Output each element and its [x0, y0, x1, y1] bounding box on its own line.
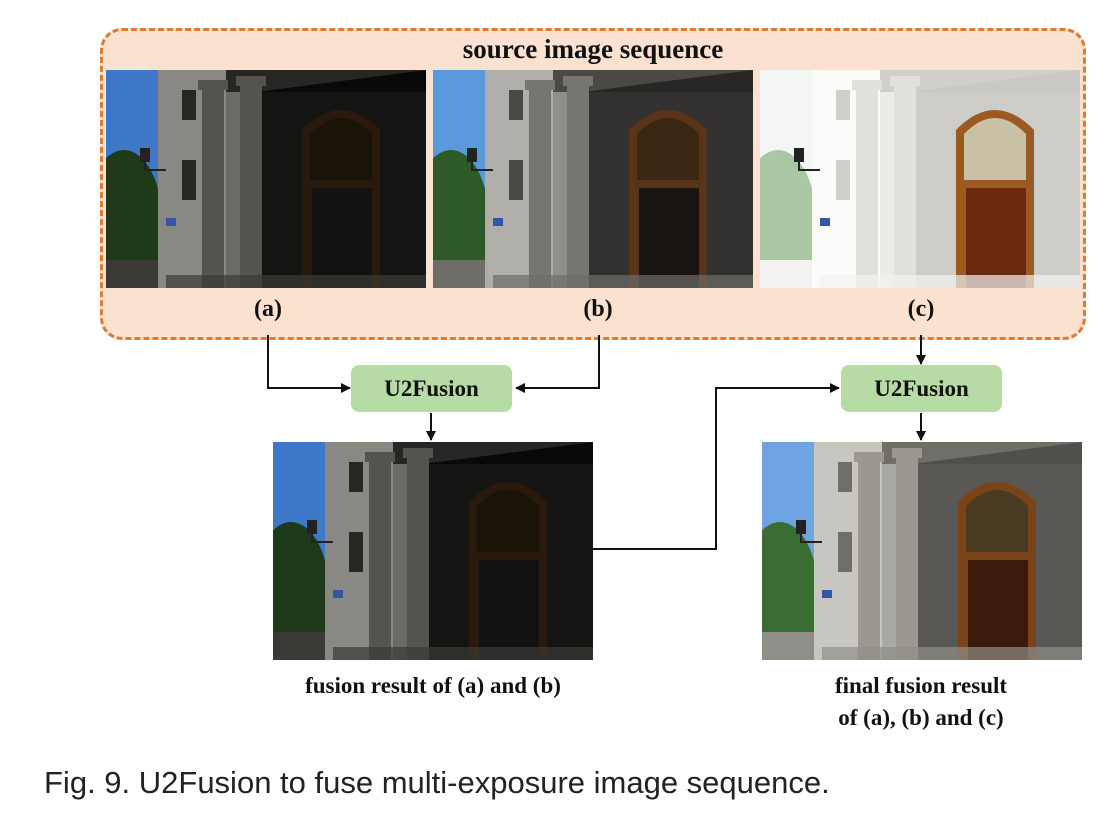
label-c: (c) — [907, 296, 935, 322]
source-image-a — [106, 70, 426, 288]
final-result-caption-line2: of (a), (b) and (c) — [838, 705, 1004, 730]
fusion-result-ab-image — [273, 442, 593, 660]
arrow-a-to-fusion1 — [267, 335, 351, 393]
source-image-c — [760, 70, 1080, 288]
intermediate-result-caption: fusion result of (a) and (b) — [305, 673, 561, 698]
source-image-b — [433, 70, 753, 288]
arrow-b-to-fusion1 — [515, 335, 600, 393]
u2fusion-node-2: U2Fusion — [841, 365, 1002, 412]
figure-caption: Fig. 9. U2Fusion to fuse multi-exposure … — [44, 765, 830, 800]
label-a: (a) — [254, 296, 282, 322]
u2fusion-node-1: U2Fusion — [351, 365, 512, 412]
final-fusion-result-image — [762, 442, 1082, 660]
group-title: source image sequence — [462, 34, 724, 64]
label-b: (b) — [583, 296, 613, 322]
final-result-caption-line1: final fusion result — [834, 673, 1008, 698]
arrow-result-to-fusion2 — [593, 383, 840, 550]
